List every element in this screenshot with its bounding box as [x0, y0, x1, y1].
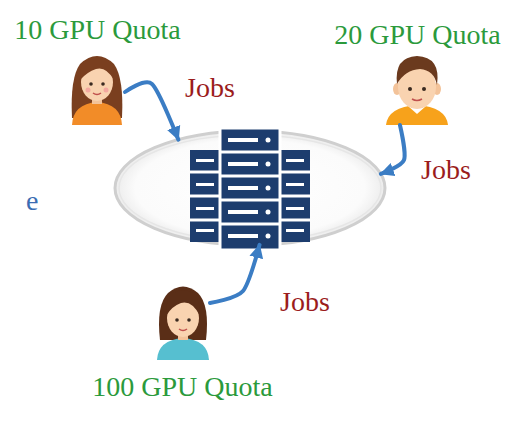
server-icon-part — [266, 162, 271, 167]
text-holder: 10 GPU Quota — [14, 15, 180, 46]
person-icon-part — [72, 102, 122, 125]
person-icon-part — [159, 287, 207, 341]
server-icon-part — [190, 195, 220, 198]
person-icon-part — [397, 56, 438, 85]
server-icon-part — [266, 210, 271, 215]
server-icon-part — [286, 159, 304, 162]
person-icon-part — [104, 88, 109, 93]
server-ellipse-part — [119, 135, 381, 241]
server-icon-part — [266, 234, 271, 239]
user-node: 20 GPU Quota — [385, 55, 450, 125]
person-icon-part — [89, 82, 93, 86]
person-icon — [386, 56, 448, 125]
server-icon-part — [228, 162, 258, 166]
user-node: 10 GPU Quota — [70, 50, 125, 125]
server-icon-part — [221, 175, 279, 178]
person-icon-part — [80, 57, 114, 80]
person-icon-part — [179, 329, 187, 331]
server-icon-part — [190, 171, 220, 174]
job-arrow — [381, 125, 405, 174]
partial-text: e — [26, 186, 38, 217]
server-icon-part — [190, 219, 220, 222]
server-node — [115, 131, 385, 245]
server-icon-part — [221, 223, 279, 226]
server-icon-part — [286, 229, 304, 232]
person-icon — [72, 56, 123, 125]
quota-label: 100 GPU Quota — [92, 372, 272, 403]
person-icon-part — [412, 99, 422, 101]
person-icon-part — [166, 290, 200, 316]
server-icon-part — [266, 138, 271, 143]
quota-label: 20 GPU Quota — [334, 20, 500, 51]
server-icon-part — [286, 183, 304, 186]
server-icon-part — [196, 159, 214, 162]
server-icon-part — [221, 199, 279, 202]
text-holder: 20 GPU Quota — [334, 20, 500, 51]
job-arrow — [125, 82, 178, 139]
person-icon-part — [422, 87, 426, 91]
server-icon-part — [190, 150, 220, 242]
server-icon-part — [196, 207, 214, 210]
edge-label: Jobs — [183, 73, 237, 104]
person-icon — [157, 287, 209, 361]
person-icon-part — [408, 87, 412, 91]
server-icon-part — [280, 150, 310, 242]
server-icon-part — [196, 229, 214, 232]
server-icon-part — [228, 138, 258, 142]
edge-label: Jobs — [419, 155, 473, 186]
server-icon-part — [286, 207, 304, 210]
server-icon-part — [280, 219, 310, 222]
person-icon-part — [157, 338, 209, 360]
text-holder: 100 GPU Quota — [92, 372, 272, 403]
server-icon-part — [196, 183, 214, 186]
server-icon — [190, 128, 310, 250]
server-icon-part — [221, 151, 279, 154]
server-icon-part — [266, 186, 271, 191]
user-node: 100 GPU Quota — [155, 285, 210, 360]
server-icon-part — [220, 128, 280, 250]
server-icon-part — [280, 195, 310, 198]
person-icon-part — [187, 318, 191, 322]
person-icon-part — [86, 88, 91, 93]
person-icon-part — [93, 93, 101, 95]
server-icon-part — [280, 171, 310, 174]
job-arrow — [210, 245, 260, 303]
quota-label: 10 GPU Quota — [14, 15, 180, 46]
person-icon-part — [175, 318, 179, 322]
person-icon-part — [101, 82, 105, 86]
server-icon-part — [228, 234, 258, 238]
edge-label: Jobs — [278, 287, 332, 318]
server-icon-part — [228, 210, 258, 214]
server-icon-part — [228, 186, 258, 190]
